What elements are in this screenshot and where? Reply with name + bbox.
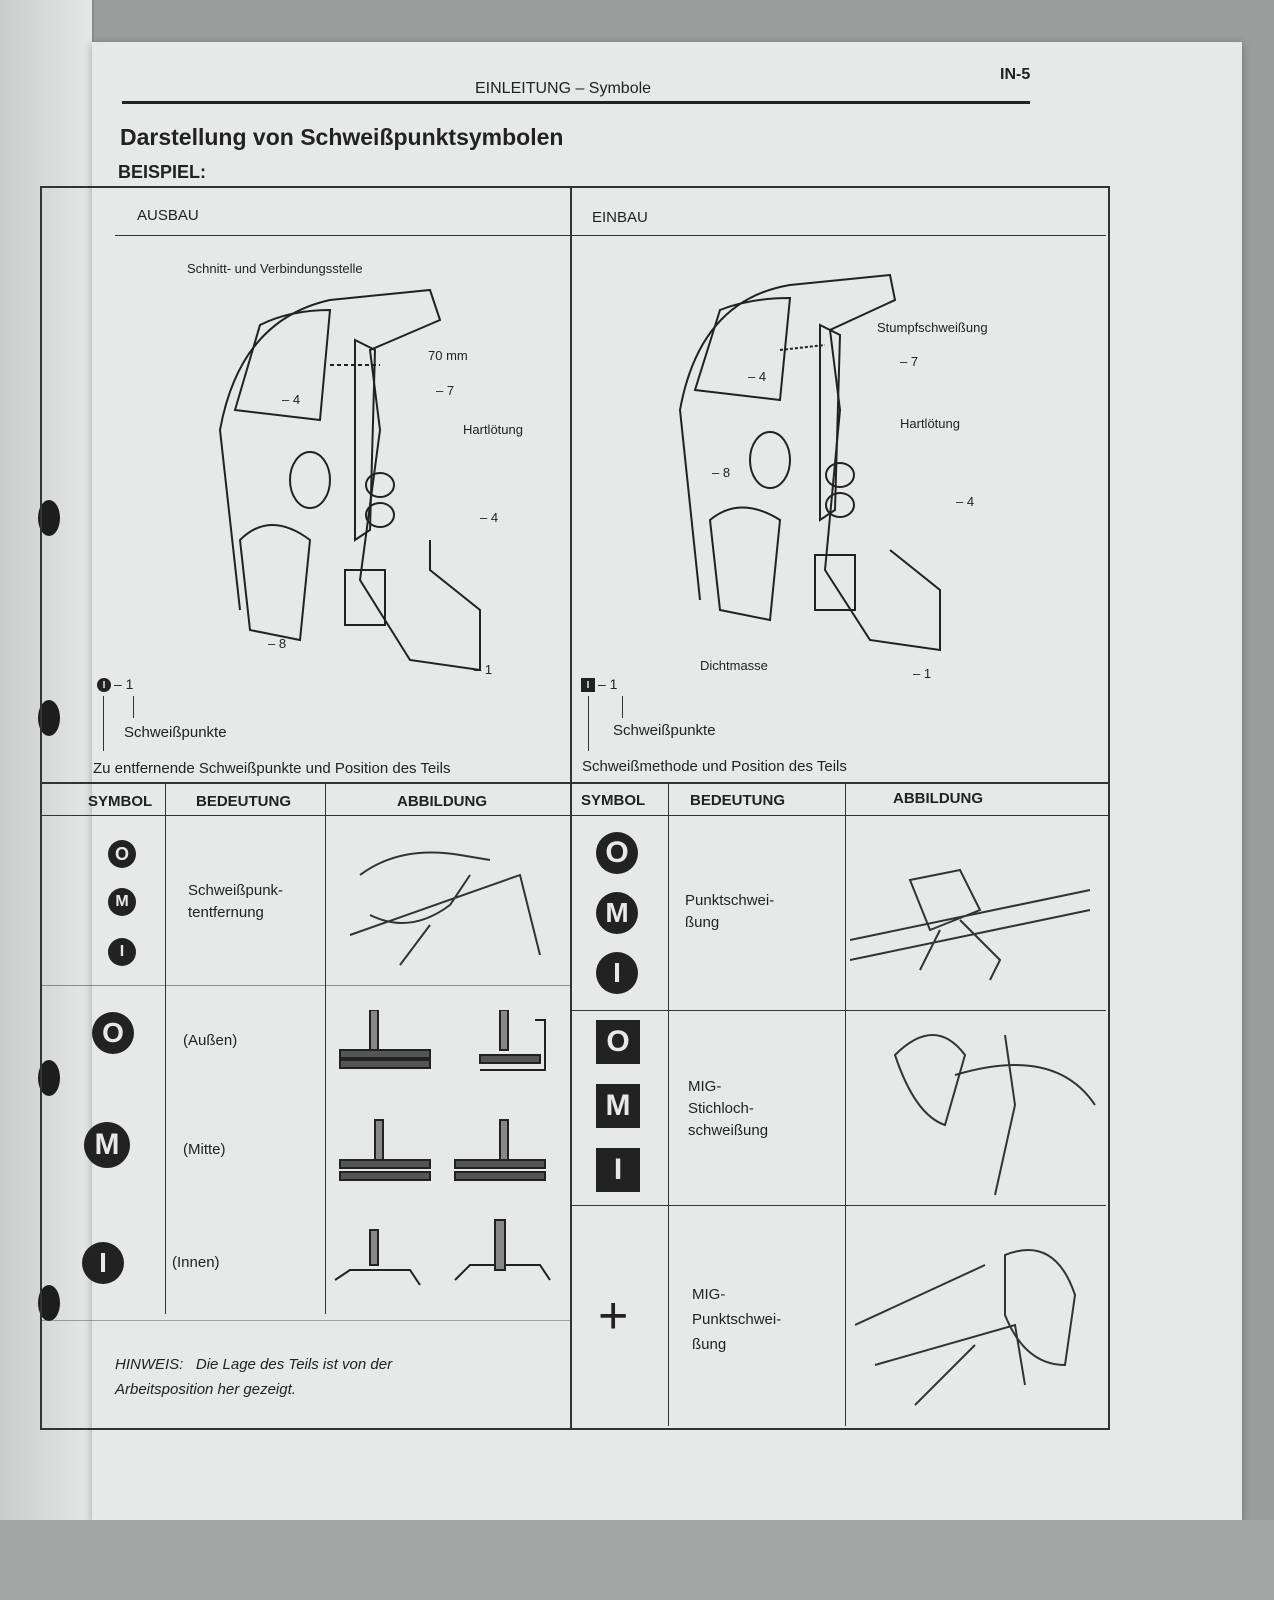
binder-hole	[38, 700, 60, 736]
plug-m-icon: M	[596, 1084, 640, 1128]
callout-cut: Schnitt- und Verbindungsstelle	[187, 261, 363, 276]
callout-o8: – 8	[712, 465, 731, 480]
mig-spot-plus-icon: +	[598, 1287, 629, 1345]
binder-hole	[38, 1060, 60, 1096]
callout-m4: – 4	[480, 510, 499, 525]
page-number: IN-5	[1000, 66, 1031, 83]
einbau-heading: EINBAU	[592, 209, 648, 226]
middle-symbol-icon: M	[84, 1122, 130, 1168]
callout-o8: – 8	[268, 636, 287, 651]
running-header: EINLEITUNG – Symbole	[475, 80, 652, 97]
plug-o-icon: O	[596, 1020, 640, 1064]
legend-caption: Schweißmethode und Position des Teils	[582, 758, 847, 775]
spot-o-icon: O	[596, 832, 638, 874]
einbau-car-body-illustration	[678, 273, 941, 652]
example-label: BEISPIEL:	[118, 162, 207, 182]
meaning-middle: (Mitte)	[183, 1141, 226, 1158]
meaning-inner: (Innen)	[172, 1254, 220, 1271]
callout-o4: – 4	[748, 369, 767, 384]
table-surface	[0, 1520, 1274, 1600]
callout-butt: Stumpfschweißung	[877, 320, 988, 335]
legend-points: Schweißpunkte	[613, 722, 716, 739]
col-figure: ABBILDUNG	[397, 793, 487, 810]
spot-i-icon: I	[596, 952, 638, 994]
callout-seal: Dichtmasse	[700, 658, 768, 673]
callout-o4: – 4	[282, 392, 301, 407]
legend-caption: Zu entfernende Schweißpunkte und Positio…	[93, 760, 451, 777]
meaning-removal: Schweißpunk- tentfernung	[188, 882, 284, 921]
col-meaning: BEDEUTUNG	[690, 792, 786, 809]
col-symbol: SYMBOL	[581, 792, 646, 809]
meaning-plug: MIG- Stichloch- schweißung	[688, 1078, 769, 1139]
col-symbol: SYMBOL	[88, 793, 153, 810]
drill-symbol-icon: I	[97, 678, 111, 692]
inner-symbol-icon: I	[82, 1242, 124, 1284]
weld-method-symbol-icon: I	[581, 678, 595, 692]
callout-i1: – 1	[913, 666, 932, 681]
callout-braze: Hartlötung	[463, 422, 523, 437]
ausbau-car-body-illustration	[218, 288, 481, 672]
drill-section-illustrations	[334, 1010, 551, 1286]
binder-hole	[38, 1285, 60, 1321]
note-text: Die Lage des Teils ist von der Arbeitspo…	[115, 1356, 393, 1398]
drill-middle-icon: M	[108, 888, 136, 916]
binder-hole	[38, 500, 60, 536]
ausbau-heading: AUSBAU	[137, 207, 199, 224]
spot-m-icon: M	[596, 892, 638, 934]
note-label: HINWEIS:	[115, 1356, 184, 1373]
page-title: Darstellung von Schweißpunktsymbolen	[120, 124, 564, 150]
example-table	[40, 186, 1110, 1430]
col-meaning: BEDEUTUNG	[196, 793, 292, 810]
spot-welder-illustration	[850, 868, 1091, 981]
callout-o7: – 7	[900, 354, 919, 369]
meaning-mig-spot: MIG- Punktschwei- ßung	[692, 1286, 782, 1353]
meaning-outer: (Außen)	[183, 1032, 238, 1049]
note: HINWEIS: Die Lage des Teils ist von der …	[115, 1352, 392, 1402]
callout-dim: 70 mm	[428, 348, 468, 363]
callout-i1: – 1	[474, 662, 493, 677]
header-rule	[122, 101, 1030, 104]
drilling-illustration	[349, 851, 541, 966]
mig-plug-illustration	[893, 1034, 1096, 1196]
legend-code: – 1	[598, 676, 618, 692]
callout-o7: – 7	[436, 383, 455, 398]
callout-braze: Hartlötung	[900, 416, 960, 431]
legend-code: – 1	[114, 676, 134, 692]
meaning-spot: Punktschwei- ßung	[685, 892, 775, 931]
plug-i-icon: I	[596, 1148, 640, 1192]
drill-inner-icon: I	[108, 938, 136, 966]
outer-symbol-icon: O	[92, 1012, 134, 1054]
callout-m4: – 4	[956, 494, 975, 509]
col-figure: ABBILDUNG	[893, 790, 983, 807]
mig-spot-illustration	[855, 1249, 1077, 1406]
drill-outer-icon: O	[108, 840, 136, 868]
legend-points: Schweißpunkte	[124, 724, 227, 741]
